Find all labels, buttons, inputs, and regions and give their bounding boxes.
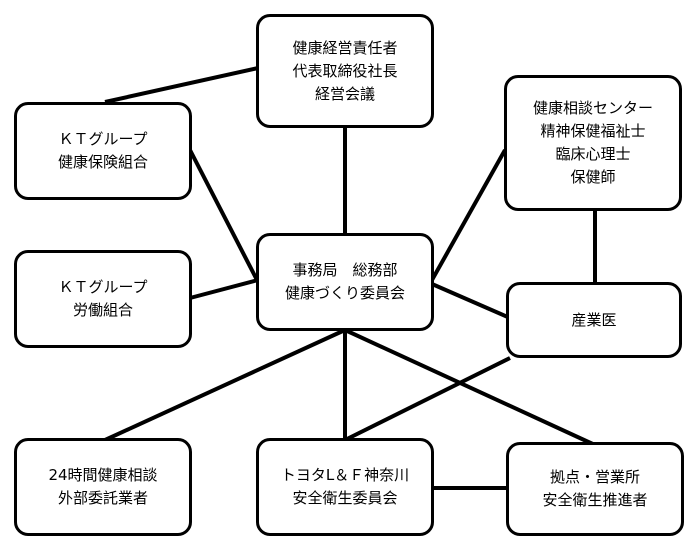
node-line: 労働組合: [72, 301, 133, 319]
link-doctor-safety: [344, 356, 511, 442]
node-line: 保健師: [570, 168, 616, 186]
node-line: 事務局 総務部: [292, 261, 398, 279]
node-24h-consultation: 24時間健康相談 外部委託業者: [14, 438, 192, 536]
node-line: 安全衛生推進者: [542, 491, 648, 509]
link-secretariat-promoter: [344, 328, 596, 447]
link-secretariat-24h: [104, 328, 346, 442]
node-line: 安全衛生委員会: [292, 489, 398, 507]
node-health-insurance: ＫＴグループ 健康保険組合: [14, 102, 192, 200]
link-management-insurance: [104, 66, 259, 104]
node-line: 精神保健福祉士: [540, 122, 646, 140]
node-line: ＫＴグループ: [58, 278, 148, 296]
node-site-promoter: 拠点・営業所 安全衛生推進者: [506, 442, 684, 536]
node-labor-union: ＫＴグループ 労働組合: [14, 250, 192, 348]
node-line: ＫＴグループ: [58, 130, 148, 148]
link-center-secretariat: [430, 149, 507, 281]
node-line: 経営会議: [314, 84, 375, 103]
node-industrial-doctor: 産業医: [506, 282, 682, 358]
node-line: 健康づくり委員会: [284, 284, 405, 302]
node-safety-committee: トヨタL＆Ｆ神奈川 安全衛生委員会: [256, 438, 434, 536]
node-line: 拠点・営業所: [549, 468, 640, 486]
link-union-secretariat: [189, 278, 259, 300]
node-secretariat: 事務局 総務部 健康づくり委員会: [256, 233, 434, 331]
node-line: 健康相談センター: [532, 99, 653, 117]
node-line: 代表取締役社長: [292, 61, 398, 80]
link-secretariat-doctor: [431, 282, 511, 320]
node-line: 健康保険組合: [57, 153, 148, 171]
node-management: 健康経営責任者 代表取締役社長 経営会議: [256, 14, 434, 128]
link-insurance-secretariat: [188, 149, 260, 283]
node-line: 健康経営責任者: [292, 38, 398, 57]
node-line: 臨床心理士: [555, 145, 631, 163]
node-line: 産業医: [571, 310, 617, 329]
node-line: トヨタL＆Ｆ神奈川: [280, 466, 410, 484]
node-line: 24時間健康相談: [48, 466, 158, 484]
node-line: 外部委託業者: [57, 489, 148, 507]
node-health-center: 健康相談センター 精神保健福祉士 臨床心理士 保健師: [504, 75, 682, 211]
